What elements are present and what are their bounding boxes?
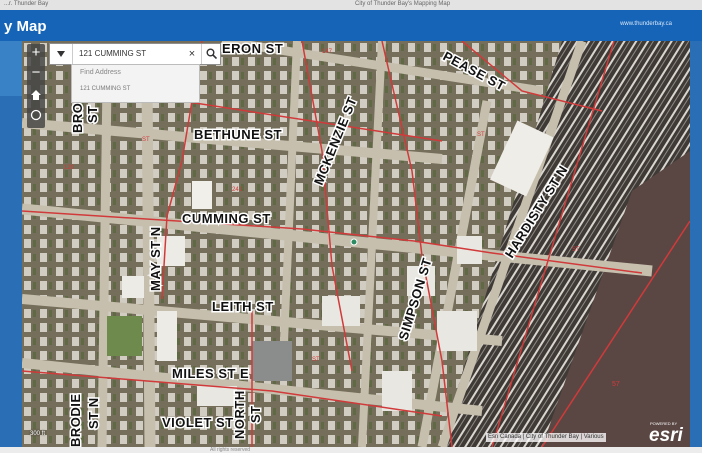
svg-text:MAY ST N: MAY ST N — [148, 226, 163, 291]
locate-icon — [30, 109, 42, 121]
home-icon — [31, 90, 41, 100]
browser-tab-left[interactable]: ...r. Thunder Bay — [4, 1, 49, 7]
map-controls: + − — [27, 44, 45, 128]
search-icon — [206, 48, 217, 59]
svg-text:120: 120 — [64, 165, 75, 171]
browser-tab-center[interactable]: City of Thunder Bay's Mapping Map — [355, 1, 451, 7]
scale-bar: 300 ft — [30, 431, 46, 437]
svg-text:ST: ST — [572, 247, 580, 253]
map-attribution: Esri Canada | City of Thunder Bay | Vari… — [486, 433, 606, 442]
svg-text:ST N: ST N — [86, 397, 101, 429]
search-suggestions: Find Address 121 CUMMING ST — [71, 64, 200, 103]
svg-text:NORTH: NORTH — [232, 390, 247, 439]
esri-logo[interactable]: esri — [649, 425, 683, 446]
svg-text:ST: ST — [312, 357, 320, 363]
commercial-buildings — [107, 120, 554, 411]
svg-text:ST: ST — [248, 405, 263, 423]
search-button[interactable] — [201, 44, 221, 64]
parcel-boundaries — [22, 41, 690, 447]
svg-text:CUMMING ST: CUMMING ST — [182, 211, 271, 226]
map-view[interactable]: ST 241 147 ST ST 120 ST ERON ST PEASE ST… — [22, 41, 690, 447]
svg-text:BRODIE: BRODIE — [68, 393, 83, 447]
footer-strip: All rights reserved — [0, 447, 702, 453]
dark-field — [542, 151, 690, 447]
suggestion-item[interactable]: 121 CUMMING ST — [80, 86, 131, 92]
zoom-out-button[interactable]: − — [31, 64, 41, 81]
app-title: y Map — [4, 18, 47, 35]
svg-text:ST: ST — [85, 105, 100, 123]
suggestion-header: Find Address — [80, 69, 121, 76]
search-source-dropdown[interactable] — [50, 44, 73, 64]
header-website-link[interactable]: www.thunderbay.ca — [620, 21, 672, 27]
svg-text:MILES ST E: MILES ST E — [172, 366, 249, 381]
footer-text: All rights reserved — [210, 447, 251, 453]
right-side-panel — [690, 41, 702, 453]
svg-text:ERON ST: ERON ST — [222, 41, 283, 56]
caret-down-icon — [57, 51, 65, 57]
svg-text:LEITH ST: LEITH ST — [212, 299, 274, 314]
svg-text:BRO: BRO — [70, 103, 85, 133]
address-marker[interactable] — [350, 238, 358, 246]
home-button[interactable] — [27, 86, 45, 104]
esri-powered-by: POWERED BY — [650, 421, 678, 426]
address-search: 121 CUMMING ST × — [49, 43, 221, 65]
app-header: y Map www.thunderbay.ca — [0, 10, 702, 41]
parcel-number-label: 57 — [612, 381, 620, 388]
svg-text:241: 241 — [232, 187, 243, 193]
aerial-map-canvas[interactable]: ST 241 147 ST ST 120 ST ERON ST PEASE ST… — [22, 41, 690, 447]
search-input[interactable]: 121 CUMMING ST — [79, 49, 147, 58]
zoom-in-button[interactable]: + — [31, 44, 41, 61]
svg-text:VIOLET ST: VIOLET ST — [162, 415, 234, 430]
svg-text:ST: ST — [477, 132, 485, 138]
clear-search-button[interactable]: × — [188, 48, 196, 60]
svg-text:ST: ST — [142, 137, 150, 143]
left-side-panel — [0, 41, 22, 453]
locate-button[interactable] — [27, 106, 45, 124]
svg-text:147: 147 — [322, 49, 333, 55]
svg-text:BETHUNE ST: BETHUNE ST — [194, 127, 282, 142]
left-side-panel-top — [0, 41, 22, 96]
lot-number-labels: ST 241 147 ST ST 120 ST — [64, 49, 580, 363]
